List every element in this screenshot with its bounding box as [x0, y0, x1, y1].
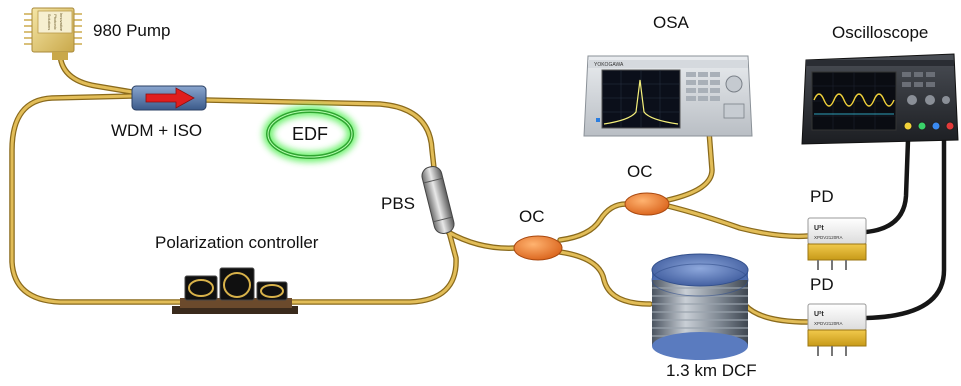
signal-cables: [863, 137, 947, 321]
label-pbs: PBS: [381, 194, 416, 213]
pump-chip-line-3: Solutions: [47, 14, 52, 30]
wdm-isolator-component: [131, 85, 207, 111]
photodetector-upper: U²t XPDV2120RA: [807, 217, 867, 270]
pd-lower-logo: U²t: [814, 311, 824, 318]
oscilloscope-instrument: [801, 53, 959, 145]
paddle-2: [219, 267, 255, 301]
pump-laser-chip: Innovative Photonic Solutions: [24, 7, 82, 60]
label-polarization-controller: Polarization controller: [155, 233, 319, 252]
cable-pd-upper-to-scope: [863, 137, 911, 235]
coupler-oc-upper: [624, 192, 670, 216]
fiber-oc-upper-branch: [557, 201, 629, 243]
edf-coil: [263, 106, 357, 162]
scope-waveform-trace: [813, 93, 895, 107]
pd-lower-model: XPDV2120RA: [814, 321, 843, 326]
osa-brand: YOKOGAWA: [594, 62, 624, 68]
photodetector-lower: U²t XPDV2120RA: [807, 303, 867, 356]
pd-upper-logo: U²t: [814, 225, 824, 232]
pd-upper-model: XPDV2120RA: [814, 235, 843, 240]
dcf-spool: [651, 253, 749, 360]
paddle-1: [184, 275, 218, 301]
label-oc-lower: OC: [519, 207, 545, 226]
label-pd-lower: PD: [810, 275, 834, 294]
label-dcf: 1.3 km DCF: [666, 361, 757, 380]
osa-instrument: YOKOGAWA: [583, 55, 753, 137]
paddle-3: [256, 281, 288, 301]
label-edf: EDF: [292, 124, 328, 144]
polarization-controller-device: [172, 267, 298, 314]
label-pd-upper: PD: [810, 187, 834, 206]
fiber-paths: [9, 49, 811, 325]
pbs-component: [421, 166, 455, 234]
coupler-oc-lower: [513, 235, 563, 261]
label-oscilloscope: Oscilloscope: [832, 23, 929, 42]
label-980-pump: 980 Pump: [93, 21, 171, 40]
label-wdm-iso: WDM + ISO: [111, 121, 203, 140]
pump-chip-line-2: Photonic: [53, 14, 58, 30]
isolator-arrow-icon: [145, 87, 195, 109]
label-osa: OSA: [653, 13, 689, 32]
osa-spectrum-trace: [603, 79, 679, 125]
label-oc-upper: OC: [627, 162, 653, 181]
cable-pd-lower-to-scope: [863, 137, 947, 321]
pump-chip-line-1: Innovative: [59, 13, 64, 32]
